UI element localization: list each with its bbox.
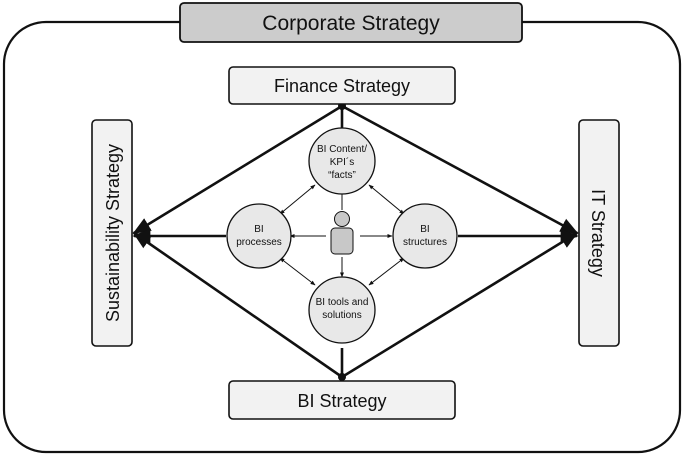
node-tools-line-1: BI tools and [316,297,369,308]
junction-bottom [338,373,346,381]
node-structures-line-1: BI [420,224,429,235]
arrow-processes-tools [279,257,316,286]
node-tools-line-2: solutions [322,310,361,321]
bi-strategy-box: BI Strategy [228,380,456,420]
edge-bi-it [341,231,579,379]
node-tools: BI tools and solutions [308,276,376,344]
node-content-line-3: “facts” [328,170,356,181]
node-processes-line-2: processes [236,237,282,248]
node-content-line-2: KPI´s [330,156,354,168]
node-structures: BI structures [392,203,458,269]
person-icon [330,211,354,255]
sustainability-strategy-box: Sustainability Strategy [91,119,133,347]
corporate-strategy-label: Corporate Strategy [262,12,440,35]
node-structures-line-2: structures [403,237,447,248]
arrow-content-processes [279,184,316,215]
edge-finance-it [341,104,579,235]
node-content: BI Content/ KPI´s “facts” [308,127,376,195]
corporate-strategy-box: Corporate Strategy [179,2,523,43]
it-strategy-label: IT Strategy [588,189,608,277]
finance-strategy-box: Finance Strategy [228,66,456,105]
bi-strategy-label: BI Strategy [297,391,386,411]
node-processes-line-1: BI [254,224,263,235]
finance-strategy-label: Finance Strategy [274,76,410,96]
sustainability-strategy-label: Sustainability Strategy [103,144,123,322]
node-processes: BI processes [226,203,292,269]
edge-bi-sustainability [132,231,343,379]
edge-finance-sustainability [132,104,343,235]
diamond-connectors [132,104,579,379]
arrow-content-structures [368,184,405,215]
node-content-line-1: BI Content/ [317,144,367,155]
it-strategy-box: IT Strategy [578,119,620,347]
arrow-structures-tools [368,257,405,286]
